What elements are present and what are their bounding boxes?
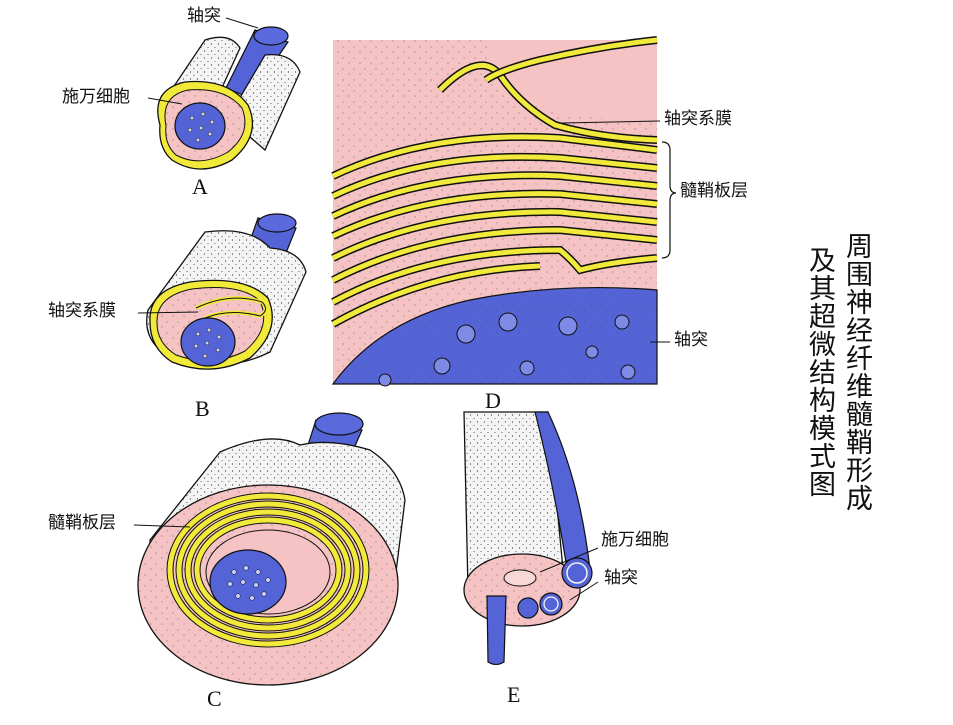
c-myelin-lamellae [166,492,370,648]
d-outer-cytoplasm [333,40,657,120]
label-e-axon: 轴突 [604,568,638,588]
e-nucleus [503,569,537,587]
panel-label-d: D [485,388,501,413]
c-axon-end [314,412,364,436]
figure-d [331,36,677,387]
e-axon-projecting [486,595,507,666]
title-column-1: 周围神经纤维髓鞘形成 [841,232,872,512]
d-myelin-lamellae [331,132,658,328]
label-b-mesaxon: 轴突系膜 [48,301,116,321]
a-axon-end [253,26,289,46]
figure-e [463,411,599,666]
b-mesaxon-pointer [137,311,199,314]
a-axon-pointer [225,17,259,29]
e-axon-small-b [539,592,563,616]
label-e-schwann-cell: 施万细胞 [601,530,669,550]
panel-label-a: A [192,174,208,199]
c-axon-section [209,549,287,615]
label-a-schwann-cell: 施万细胞 [62,87,130,107]
label-d-axon: 轴突 [674,330,708,350]
d-mesaxon-pointer [561,120,661,124]
panel-label-e: E [507,682,521,707]
a-schwann-pointer [147,97,183,105]
d-lamellae-bracket [661,141,677,259]
e-axon-pointer [569,581,599,601]
e-schwann-pointer [539,547,599,573]
figure-b [146,213,307,370]
c-lamellae-pointer [133,524,191,528]
panel-label-c: C [207,686,222,711]
label-d-myelin-lamellae: 髓鞘板层 [680,181,748,201]
label-d-mesaxon: 轴突系膜 [664,109,732,129]
e-axon-small-a [517,597,539,619]
title-column-2: 及其超微结构模式图 [804,246,835,498]
label-c-myelin-lamellae: 髓鞘板层 [48,513,116,533]
b-axon-end [257,213,297,233]
leader-lines [133,17,259,528]
figure-a [156,26,301,170]
label-a-axon: 轴突 [187,6,221,26]
d-axon-vesicles [378,312,636,387]
panel-label-b: B [195,396,210,421]
figure-c [137,412,406,686]
